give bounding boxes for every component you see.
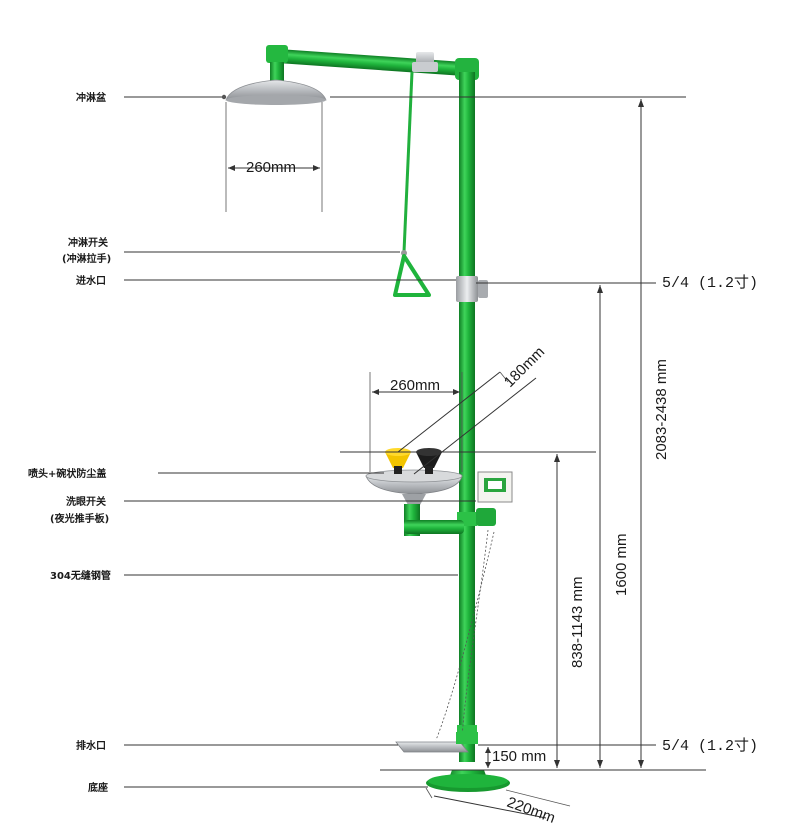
dim-bowl-depth: 180mm bbox=[501, 343, 548, 390]
label-pipe: 304无缝钢管 bbox=[50, 569, 111, 582]
dim-base-diameter: 220mm bbox=[505, 794, 558, 827]
dim-inlet-height: 1600 mm bbox=[613, 533, 630, 596]
label-shower-switch: 冲淋开关 bbox=[68, 236, 108, 249]
dim-pedal-height: 150 mm bbox=[492, 748, 546, 765]
shower-arm bbox=[266, 45, 479, 84]
dim-inlet-size: 5/4 (1.2寸) bbox=[662, 274, 758, 292]
label-shower-head: 冲淋盆 bbox=[76, 91, 107, 104]
main-pipe bbox=[456, 72, 488, 762]
leader-lines bbox=[124, 94, 476, 788]
base bbox=[426, 770, 510, 792]
label-drain: 排水口 bbox=[76, 739, 106, 752]
label-eyewash-switch: 洗眼开关 bbox=[66, 495, 106, 508]
shower-head bbox=[225, 79, 327, 105]
dim-bowl-diameter: 260mm bbox=[390, 377, 440, 394]
label-water-inlet: 进水口 bbox=[76, 274, 106, 287]
pull-rod bbox=[393, 71, 431, 297]
label-nozzle-cover: 喷头+碗状防尘盖 bbox=[28, 467, 106, 480]
dim-shower-diameter: 260mm bbox=[246, 159, 296, 176]
eyewash-bowl bbox=[365, 469, 496, 536]
eyewash-push-plate bbox=[477, 471, 513, 503]
foot-pedal bbox=[395, 732, 478, 753]
label-shower-switch-note: (冲淋拉手) bbox=[62, 252, 111, 265]
dim-drain-size: 5/4 (1.2寸) bbox=[662, 737, 758, 755]
dim-bowl-height: 838-1143 mm bbox=[569, 577, 586, 668]
dimension-lines bbox=[225, 96, 706, 819]
pedal-chain bbox=[435, 529, 495, 741]
label-eyewash-switch-note: (夜光推手板) bbox=[50, 512, 109, 525]
label-base: 底座 bbox=[88, 781, 108, 794]
nozzle-covers bbox=[385, 448, 442, 474]
dim-total-height: 2083-2438 mm bbox=[653, 359, 670, 460]
